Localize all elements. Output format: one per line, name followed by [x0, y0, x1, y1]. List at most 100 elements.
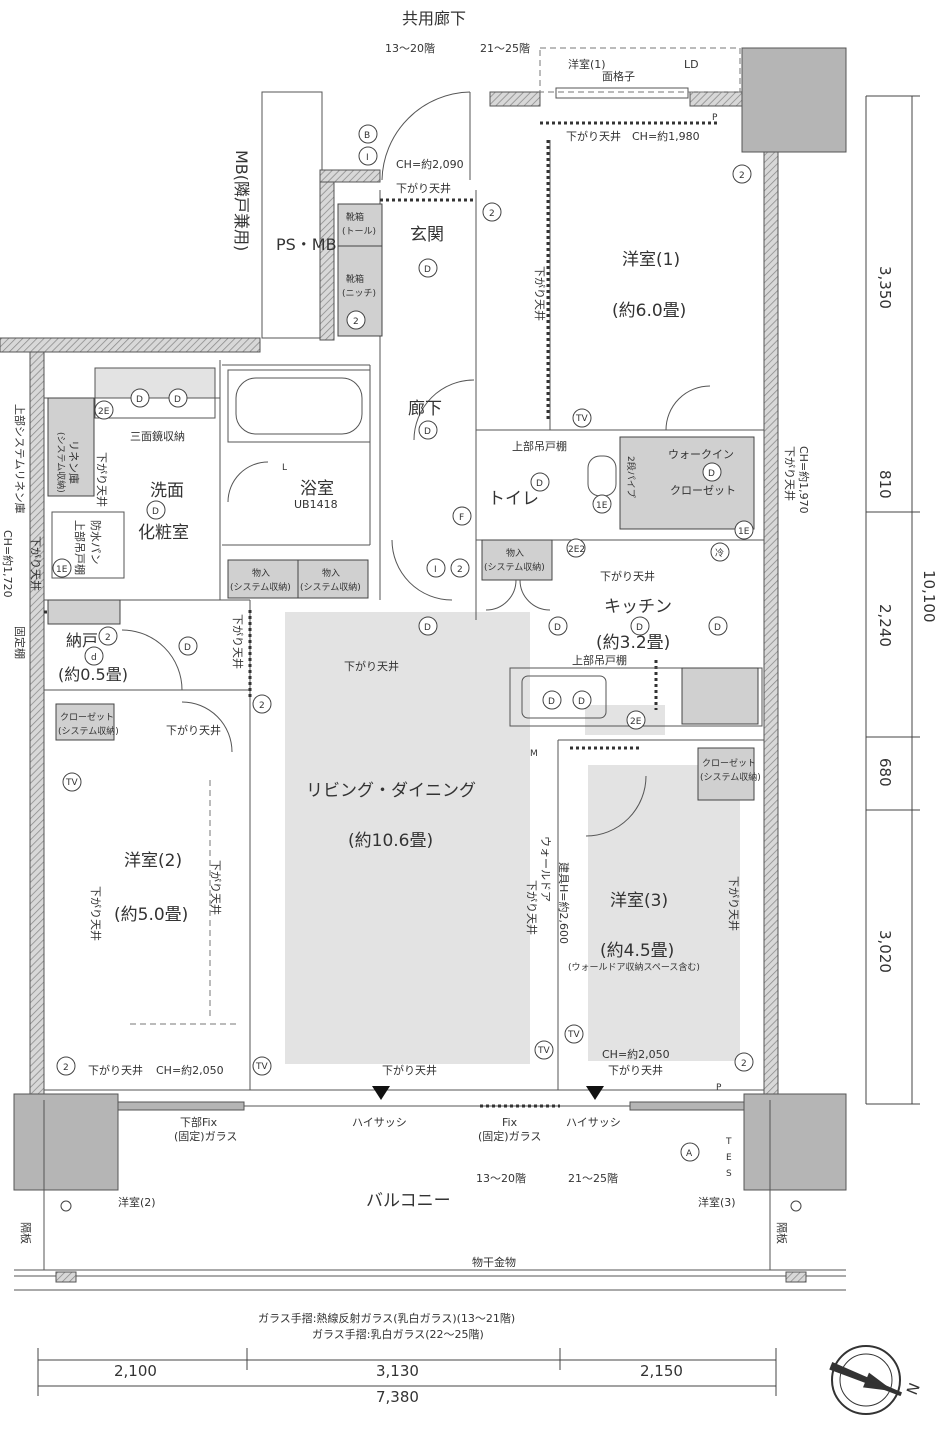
shoe1-sub: (トール)	[342, 227, 376, 237]
waterpan-label: 防水パン	[89, 520, 103, 565]
svg-text:I: I	[366, 153, 369, 163]
wash-label-2: 化粧室	[138, 523, 189, 543]
ps-wall	[319, 169, 335, 341]
mono1-label: 物入	[252, 567, 270, 579]
ps-wall-top	[319, 169, 381, 183]
west3-note: (ウォールドア収納スペース含む)	[568, 961, 700, 973]
walldoor-height: 建具H=約2,600	[557, 862, 571, 944]
sink-bowl	[521, 675, 607, 719]
dim-right-4: 680	[876, 758, 894, 787]
svg-text:d: d	[91, 653, 97, 663]
svg-text:2E: 2E	[98, 407, 110, 417]
storage-size: (約0.5畳)	[58, 665, 128, 684]
ceiling-note-w2-right: 下がり天井	[209, 860, 223, 915]
kitchen-name: キッチン	[604, 597, 672, 617]
west2-size: (約5.0畳)	[114, 905, 188, 925]
svg-text:TV: TV	[575, 414, 588, 424]
west1-name: 洋室(1)	[622, 250, 680, 270]
ceiling-note-kitchen: 下がり天井	[600, 569, 655, 583]
floor-note-13-20: 13～20階	[385, 41, 435, 55]
wash-label-1: 洗面	[150, 481, 184, 501]
ch-note-w1: CH=約1,980	[632, 129, 700, 143]
hall-label: 廊下	[408, 399, 442, 419]
balcony-label: バルコニー	[366, 1191, 451, 1211]
svg-text:B: B	[364, 131, 370, 141]
svg-text:D: D	[424, 427, 431, 437]
svg-text:D: D	[152, 507, 159, 517]
ceiling-note-w1: 下がり天井	[566, 129, 621, 143]
svg-text:2: 2	[105, 633, 111, 643]
storage-name: 納戸	[66, 631, 98, 650]
svg-text:P: P	[712, 113, 718, 123]
floor-note-bottom-1: 13～20階	[476, 1171, 526, 1185]
storage-box	[47, 599, 121, 625]
ch-note-w2-bottom: CH=約2,050	[156, 1063, 224, 1077]
svg-text:E: E	[726, 1153, 732, 1163]
svg-text:1E: 1E	[738, 527, 750, 537]
wall-left	[29, 351, 45, 1095]
column-bottom-right	[743, 1093, 847, 1191]
svg-text:D: D	[536, 479, 543, 489]
svg-text:S: S	[726, 1169, 732, 1179]
ceiling-note-entrance: 下がり天井	[396, 181, 451, 195]
symbols: B I D 2 2 2 P D TV D 1E D 1E F I 2 2E2 冷…	[52, 113, 754, 1179]
compass-north: N	[903, 1380, 924, 1397]
svg-text:I: I	[434, 565, 437, 575]
lattice-label: 面格子	[602, 69, 635, 83]
ceiling-note-w2-left: 下がり天井	[89, 886, 103, 941]
linen-sub: (システム収納)	[55, 432, 67, 493]
closet-w2-label: クローゼット	[60, 711, 114, 723]
outdoor-west3: 洋室(3)	[698, 1195, 736, 1209]
svg-text:D: D	[136, 395, 143, 405]
partition-left: 隔板	[19, 1222, 33, 1244]
bath-tub-in	[235, 377, 363, 435]
sash-label-1: ハイサッシ	[352, 1116, 407, 1129]
ceiling-note-w3-right: 下がり天井	[727, 876, 741, 931]
walkin-label-2: クローゼット	[670, 484, 736, 497]
lattice	[555, 87, 689, 99]
mono3-sys: (システム収納)	[484, 561, 545, 573]
upper-label-wash: 上部吊戸棚	[73, 520, 87, 575]
entrance-label: 玄関	[410, 225, 444, 245]
svg-text:M: M	[530, 749, 538, 759]
sash-left	[117, 1101, 245, 1111]
dim-right-2: 810	[876, 470, 894, 499]
svg-text:D: D	[424, 623, 431, 633]
outdoor-west1: 洋室(1)	[568, 57, 606, 71]
ceiling-note-w2-bottom: 下がり天井	[88, 1063, 143, 1077]
dim-bottom-2: 3,130	[376, 1362, 419, 1380]
shoe1-label: 靴箱	[346, 211, 364, 223]
dim-right-5: 3,020	[876, 930, 894, 973]
svg-text:D: D	[424, 265, 431, 275]
bath-tub	[227, 369, 371, 443]
svg-text:D: D	[548, 697, 555, 707]
corridor-label: 共用廊下	[402, 9, 466, 28]
svg-text:A: A	[686, 1149, 693, 1159]
mono-2	[297, 559, 369, 599]
svg-text:D: D	[708, 469, 715, 479]
svg-text:D: D	[714, 623, 721, 633]
kitchen-size: (約3.2畳)	[596, 633, 670, 653]
dryer-label: 物干金物	[472, 1255, 516, 1269]
west3-floor	[588, 765, 740, 1061]
svg-text:2: 2	[741, 1059, 747, 1069]
ceiling-note-w3-bottom: 下がり天井	[608, 1063, 663, 1077]
fix2-label-a: Fix	[502, 1116, 518, 1129]
closet-w2-box	[55, 703, 115, 741]
right-dimensions: 3,350 810 2,240 680 3,020 10,100	[865, 95, 938, 1105]
svg-text:2: 2	[63, 1063, 69, 1073]
svg-text:F: F	[459, 513, 464, 523]
mono3-label: 物入	[506, 547, 524, 559]
dim-bottom-1: 2,100	[114, 1362, 157, 1380]
svg-text:1E: 1E	[596, 501, 608, 511]
svg-text:D: D	[554, 623, 561, 633]
fix1-label-a: 下部Fix	[180, 1115, 218, 1129]
ceiling-note-walkin: 下がり天井	[783, 446, 797, 501]
compass-icon: N	[829, 1345, 924, 1415]
ch-note-entrance: CH=約2,090	[396, 157, 464, 171]
mono-3	[481, 539, 553, 581]
svg-text:冷: 冷	[715, 547, 724, 559]
walldoor-label: ウォールドア	[539, 836, 552, 902]
pipe-label: 2段パイプ	[625, 456, 637, 498]
